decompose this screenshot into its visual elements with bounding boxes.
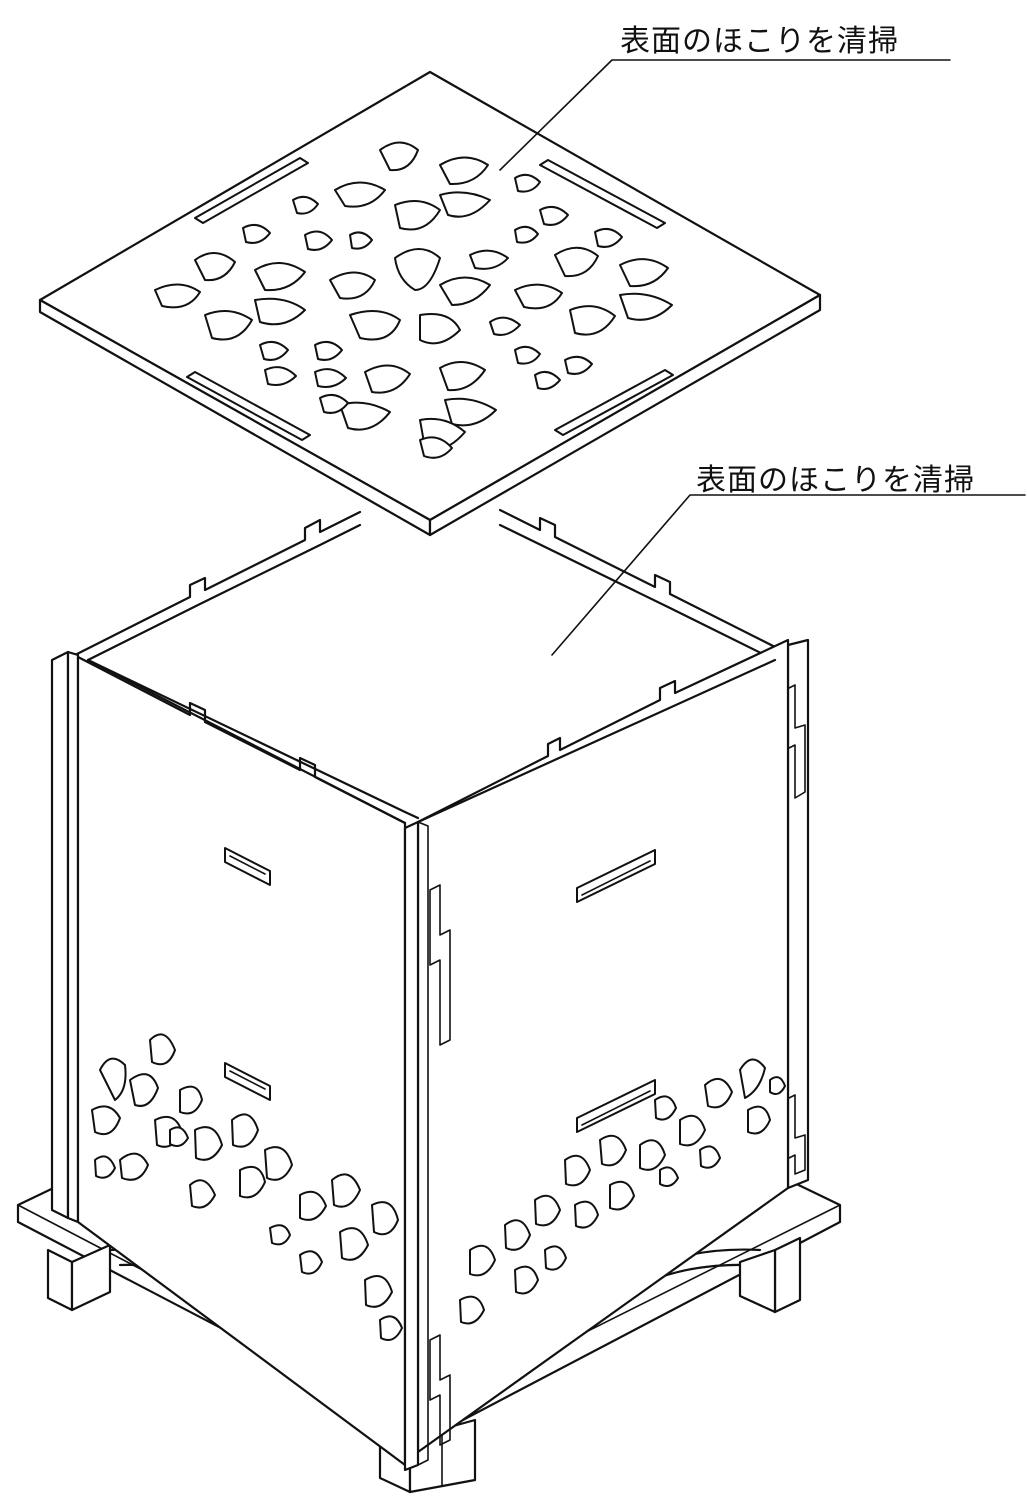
front-corner-post — [403, 820, 420, 1472]
lid-slot-sw — [186, 371, 311, 441]
foot-left — [46, 1243, 112, 1312]
slot-right-upper — [576, 849, 656, 903]
slot-left-upper — [224, 847, 271, 886]
sakura-pattern-right — [459, 1058, 786, 1325]
back-left-edge — [73, 510, 362, 657]
lid-slot-se — [554, 369, 674, 436]
left-corner-post — [50, 650, 70, 1220]
slot-right-lower — [576, 1079, 656, 1133]
right-corner-post — [786, 638, 810, 1190]
front-left-panel — [76, 655, 407, 1467]
leader-lines — [499, 59, 1026, 656]
box-body — [50, 508, 810, 1472]
foot-right — [738, 1236, 802, 1314]
callout-label-lid: 表面のほこりを清掃 — [620, 24, 899, 59]
leader-line-box — [551, 494, 1026, 656]
slot-left-lower — [224, 1062, 271, 1101]
lid-slot-nw — [194, 157, 309, 224]
leader-line-lid — [499, 59, 951, 171]
back-right-edge — [498, 508, 787, 654]
lid-slot-ne — [539, 159, 666, 229]
callout-label-box-interior: 表面のほこりを清掃 — [696, 463, 975, 498]
lid — [38, 70, 822, 537]
sakura-pattern-left — [91, 1033, 403, 1341]
sakura-pattern-lid — [154, 141, 673, 459]
